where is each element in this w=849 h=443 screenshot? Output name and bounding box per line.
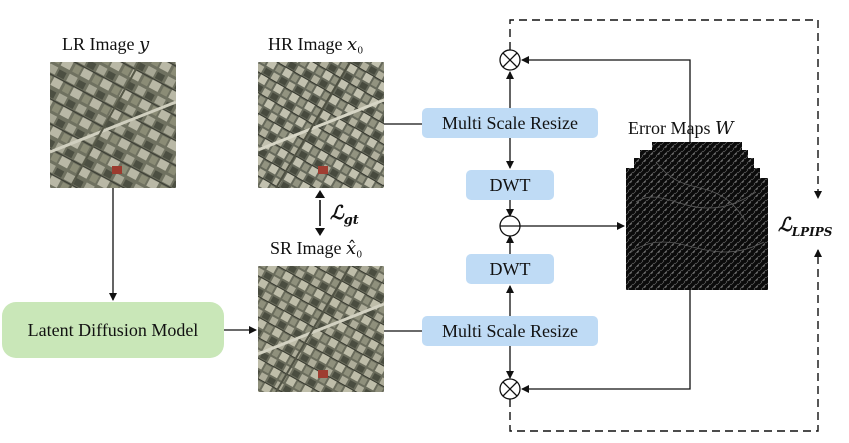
dwt-top-box: DWT (466, 170, 554, 200)
loss-gt-label: ℒgt (330, 202, 359, 228)
loss-gt-symbol: ℒ (330, 202, 344, 224)
dwt-bottom-box: DWT (466, 254, 554, 284)
arrowhead-loss-gt-bottom (315, 228, 325, 236)
multiply-bottom-node (499, 378, 521, 400)
loss-lpips-label: ℒLPIPS (778, 214, 832, 239)
lr-image (50, 62, 176, 188)
error-map-texture (626, 142, 768, 290)
lr-image-texture (50, 62, 176, 188)
dashed-path-bottom (509, 249, 822, 432)
multiply-top-node (499, 49, 521, 71)
latent-diffusion-model-box: Latent Diffusion Model (2, 302, 224, 358)
hr-image-texture (258, 62, 384, 188)
subtract-node (499, 215, 521, 237)
arrow-error-map-to-top-multiply (521, 56, 691, 142)
hr-image (258, 62, 384, 188)
sr-image-label: SR Image 𝑥̂₀ (270, 238, 363, 258)
dashed-path-top (509, 19, 822, 199)
sr-image (258, 266, 384, 392)
sr-image-texture (258, 266, 384, 392)
loss-lpips-subscript: LPIPS (791, 224, 833, 239)
hr-image-label: HR Image 𝑥₀ (268, 34, 364, 54)
loss-gt-subscript: gt (343, 212, 359, 228)
arrow-error-map-to-bottom-multiply (521, 290, 691, 393)
multi-scale-resize-bottom-box: Multi Scale Resize (422, 316, 598, 346)
error-maps-label: Error Maps 𝑊 (628, 118, 734, 138)
loss-lpips-symbol: ℒ (778, 214, 792, 236)
lr-image-label: LR Image 𝑦 (62, 34, 150, 54)
arrowhead-loss-gt-top (315, 190, 325, 198)
multi-scale-resize-top-box: Multi Scale Resize (422, 108, 598, 138)
error-map-image (626, 142, 768, 290)
